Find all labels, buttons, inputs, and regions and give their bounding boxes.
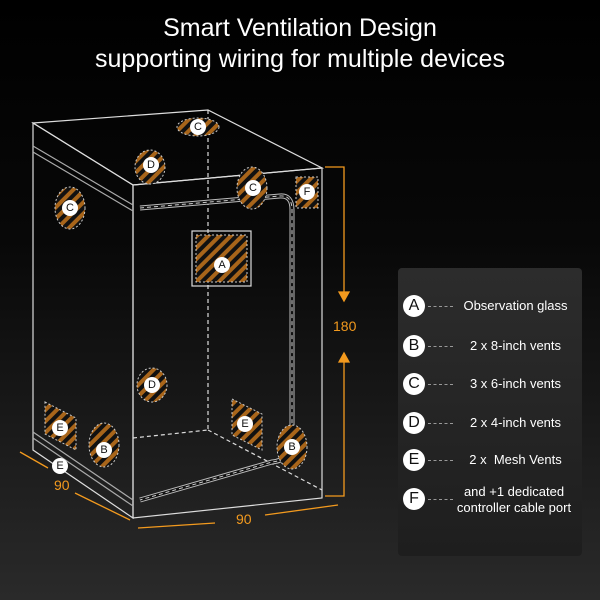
legend-item-d: D 2 x 4-inch vents (398, 412, 582, 442)
svg-text:C: C (66, 202, 74, 214)
svg-text:F: F (304, 186, 311, 198)
svg-text:B: B (288, 441, 295, 453)
svg-text:E: E (241, 418, 248, 430)
badge-c: C (403, 373, 425, 395)
window-frame (191, 230, 252, 287)
badge-f: F (403, 488, 425, 510)
badge-b: B (403, 335, 425, 357)
legend-panel: A Observation glass B 2 x 8-inch vents C 3 … (398, 268, 582, 556)
svg-text:A: A (218, 259, 226, 271)
badge-a: A (403, 295, 425, 317)
legend-label: 2 x 4-inch vents (469, 415, 562, 430)
legend-item-c: C 3 x 6-inch vents (398, 373, 582, 403)
width-dimension: 90 (236, 511, 252, 527)
vent-badges: C D C F C A D E B E B E (52, 119, 315, 474)
svg-text:D: D (148, 379, 156, 391)
svg-text:E: E (56, 422, 63, 434)
title-line-1: Smart Ventilation Design (163, 14, 437, 42)
tent-left-side (32, 121, 134, 520)
svg-text:E: E (56, 460, 63, 472)
tent-top (31, 109, 325, 186)
svg-text:D: D (147, 159, 155, 171)
badge-d: D (403, 412, 425, 434)
legend-label: Observation glass (463, 298, 568, 313)
legend-item-a: A Observation glass (398, 295, 582, 325)
svg-text:C: C (194, 121, 202, 133)
legend-item-b: B 2 x 8-inch vents (398, 335, 582, 365)
badge-e: E (403, 449, 425, 471)
title-line-2: supporting wiring for multiple devices (95, 45, 505, 73)
svg-text:C: C (249, 182, 257, 194)
legend-label: and +1 dedicated controller cable port (456, 484, 572, 515)
height-dimension: 180 (333, 318, 357, 334)
dimension-lines (19, 166, 351, 529)
legend-label: 3 x 6-inch vents (469, 376, 562, 391)
depth-dimension: 90 (54, 477, 70, 493)
svg-text:B: B (100, 444, 107, 456)
legend-label: 2 x Mesh Vents (469, 452, 562, 467)
legend-label: 2 x 8-inch vents (469, 338, 562, 353)
legend-item-e: E 2 x Mesh Vents (398, 449, 582, 479)
